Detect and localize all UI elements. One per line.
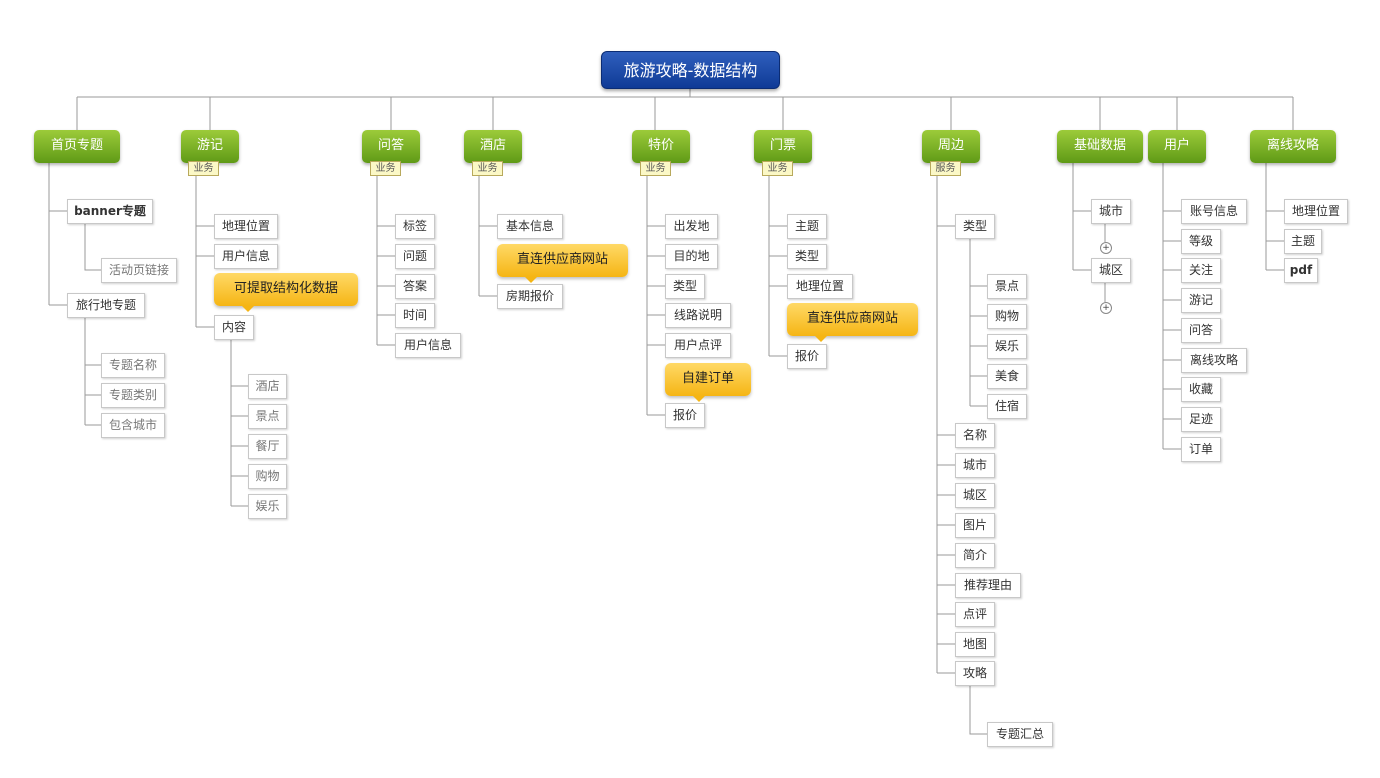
node-destination[interactable]: 目的地 — [665, 244, 718, 269]
category-tickets[interactable]: 门票 — [754, 130, 812, 163]
node-type-entertainment[interactable]: 娱乐 — [987, 334, 1027, 359]
note-direct-supplier: 直连供应商网站 — [497, 244, 628, 283]
node-guide[interactable]: 攻略 — [955, 661, 995, 686]
node-room-rates[interactable]: 房期报价 — [497, 284, 563, 309]
node-qa-user-info[interactable]: 用户信息 — [395, 333, 461, 358]
node-district[interactable]: 城区 — [955, 483, 995, 508]
tag-service: 服务 — [930, 161, 961, 176]
expand-icon[interactable]: + — [1100, 242, 1112, 254]
node-type-shopping[interactable]: 购物 — [987, 304, 1027, 329]
node-topic-summary[interactable]: 专题汇总 — [987, 722, 1053, 747]
node-account-info[interactable]: 账号信息 — [1181, 199, 1247, 224]
node-question[interactable]: 问题 — [395, 244, 435, 269]
node-activity-link[interactable]: 活动页链接 — [101, 258, 177, 283]
node-basic-info[interactable]: 基本信息 — [497, 214, 563, 239]
note-self-order: 自建订单 — [665, 363, 751, 402]
node-pdf[interactable]: pdf — [1284, 258, 1318, 283]
node-name[interactable]: 名称 — [955, 423, 995, 448]
node-topic-name[interactable]: 专题名称 — [101, 353, 165, 378]
node-orders[interactable]: 订单 — [1181, 437, 1221, 462]
node-favorites[interactable]: 收藏 — [1181, 377, 1221, 402]
category-travel-notes[interactable]: 游记 — [181, 130, 239, 163]
tag-business: 业务 — [370, 161, 401, 176]
node-base-city[interactable]: 城市 — [1091, 199, 1131, 224]
node-review[interactable]: 点评 — [955, 602, 995, 627]
node-tag[interactable]: 标签 — [395, 214, 435, 239]
tag-business: 业务 — [640, 161, 671, 176]
node-time[interactable]: 时间 — [395, 303, 435, 328]
node-banner-topic[interactable]: banner专题 — [67, 199, 153, 224]
node-deal-type[interactable]: 类型 — [665, 274, 705, 299]
node-departure[interactable]: 出发地 — [665, 214, 718, 239]
category-deals[interactable]: 特价 — [632, 130, 690, 163]
tag-business: 业务 — [762, 161, 793, 176]
node-nearby-type[interactable]: 类型 — [955, 214, 995, 239]
node-offline-location[interactable]: 地理位置 — [1284, 199, 1348, 224]
category-base-data[interactable]: 基础数据 — [1057, 130, 1143, 163]
node-follow[interactable]: 关注 — [1181, 258, 1221, 283]
node-content-sight[interactable]: 景点 — [248, 404, 287, 429]
node-route-desc[interactable]: 线路说明 — [665, 303, 731, 328]
node-included-cities[interactable]: 包含城市 — [101, 413, 165, 438]
node-content-restaurant[interactable]: 餐厅 — [248, 434, 287, 459]
category-nearby[interactable]: 周边 — [922, 130, 980, 163]
node-recommend-reason[interactable]: 推荐理由 — [955, 573, 1021, 598]
tag-business: 业务 — [472, 161, 503, 176]
node-base-district[interactable]: 城区 — [1091, 258, 1131, 283]
note-structured-data: 可提取结构化数据 — [214, 273, 358, 312]
tag-business: 业务 — [188, 161, 219, 176]
node-type-lodging[interactable]: 住宿 — [987, 394, 1027, 419]
node-offline-theme[interactable]: 主题 — [1284, 229, 1322, 254]
node-destination-topic[interactable]: 旅行地专题 — [67, 293, 145, 318]
category-qa[interactable]: 问答 — [362, 130, 420, 163]
category-home-topics[interactable]: 首页专题 — [34, 130, 120, 163]
node-footprint[interactable]: 足迹 — [1181, 407, 1221, 432]
node-type-sight[interactable]: 景点 — [987, 274, 1027, 299]
category-user[interactable]: 用户 — [1148, 130, 1206, 163]
node-answer[interactable]: 答案 — [395, 274, 435, 299]
expand-icon[interactable]: + — [1100, 302, 1112, 314]
node-theme[interactable]: 主题 — [787, 214, 827, 239]
node-user-review[interactable]: 用户点评 — [665, 333, 731, 358]
node-content-shopping[interactable]: 购物 — [248, 464, 287, 489]
category-offline-guide[interactable]: 离线攻略 — [1250, 130, 1336, 163]
node-level[interactable]: 等级 — [1181, 229, 1221, 254]
node-intro[interactable]: 简介 — [955, 543, 995, 568]
category-hotel[interactable]: 酒店 — [464, 130, 522, 163]
node-content[interactable]: 内容 — [214, 315, 254, 340]
node-image[interactable]: 图片 — [955, 513, 995, 538]
root-node[interactable]: 旅游攻略-数据结构 — [601, 51, 780, 89]
note-direct-supplier: 直连供应商网站 — [787, 303, 918, 342]
node-user-qa[interactable]: 问答 — [1181, 318, 1221, 343]
node-user-travel-notes[interactable]: 游记 — [1181, 288, 1221, 313]
node-user-offline-guide[interactable]: 离线攻略 — [1181, 348, 1247, 373]
node-ticket-price[interactable]: 报价 — [787, 344, 827, 369]
node-type-food[interactable]: 美食 — [987, 364, 1027, 389]
node-map[interactable]: 地图 — [955, 632, 995, 657]
node-ticket-location[interactable]: 地理位置 — [787, 274, 853, 299]
node-location[interactable]: 地理位置 — [214, 214, 278, 239]
node-content-entertainment[interactable]: 娱乐 — [248, 494, 287, 519]
node-topic-category[interactable]: 专题类别 — [101, 383, 165, 408]
node-ticket-type[interactable]: 类型 — [787, 244, 827, 269]
node-user-info[interactable]: 用户信息 — [214, 244, 278, 269]
node-content-hotel[interactable]: 酒店 — [248, 374, 287, 399]
node-deal-price[interactable]: 报价 — [665, 403, 705, 428]
node-city[interactable]: 城市 — [955, 453, 995, 478]
